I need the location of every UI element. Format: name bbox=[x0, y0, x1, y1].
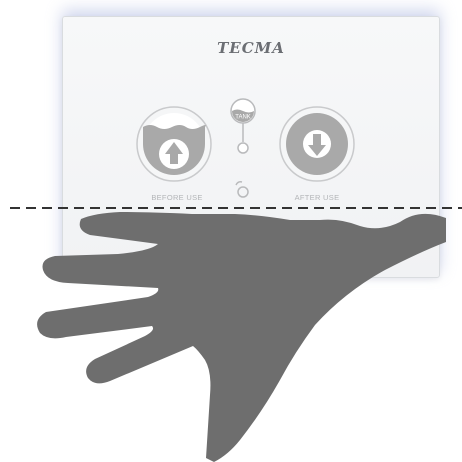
tank-indicator: TANK bbox=[231, 99, 255, 153]
before-use-button[interactable] bbox=[137, 107, 211, 181]
sensor-dot-icon bbox=[236, 182, 248, 197]
hand-icon bbox=[37, 212, 446, 462]
arrow-down-icon bbox=[303, 130, 331, 158]
tank-label: TANK bbox=[235, 115, 251, 121]
indicator-light bbox=[238, 143, 248, 153]
after-use-button[interactable] bbox=[280, 107, 354, 181]
